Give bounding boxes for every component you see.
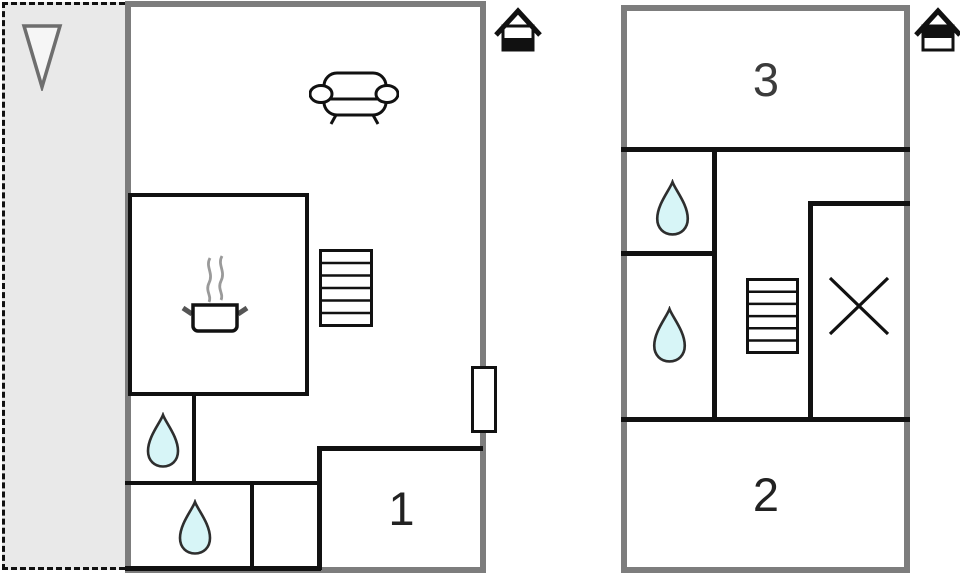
stairs-icon <box>746 278 799 354</box>
terrace-area <box>2 2 125 570</box>
wall <box>125 566 321 571</box>
wall <box>621 417 910 422</box>
pot-with-steam-icon <box>181 255 249 333</box>
north-arrow-icon <box>21 24 63 91</box>
room-2-label: 2 <box>752 468 780 521</box>
room-1: 1 <box>320 450 483 566</box>
water-drop-icon <box>146 412 180 468</box>
wall <box>192 396 196 485</box>
water-drop-icon <box>652 306 687 363</box>
wall <box>808 201 813 422</box>
wall <box>125 481 320 485</box>
door-window-icon <box>471 366 497 433</box>
room-3: 3 <box>627 11 905 147</box>
water-drop-icon <box>178 499 212 555</box>
wall <box>621 251 712 256</box>
wall <box>712 147 717 422</box>
wall <box>808 201 910 206</box>
wall <box>250 485 254 570</box>
kitchen-room <box>128 193 309 396</box>
x-mark-icon <box>828 276 890 336</box>
upper-floor-plan <box>621 5 910 573</box>
wall <box>317 446 483 451</box>
wall <box>317 446 322 570</box>
stairs-icon <box>319 249 373 327</box>
house-ground-floor-indicator-icon <box>494 7 542 52</box>
house-upper-floor-indicator-icon <box>914 7 960 52</box>
room-3-label: 3 <box>752 52 780 106</box>
wall <box>621 147 910 152</box>
sofa-icon <box>309 71 399 125</box>
water-drop-icon <box>655 179 690 236</box>
room-1-label: 1 <box>388 481 415 535</box>
room-2: 2 <box>627 422 905 567</box>
